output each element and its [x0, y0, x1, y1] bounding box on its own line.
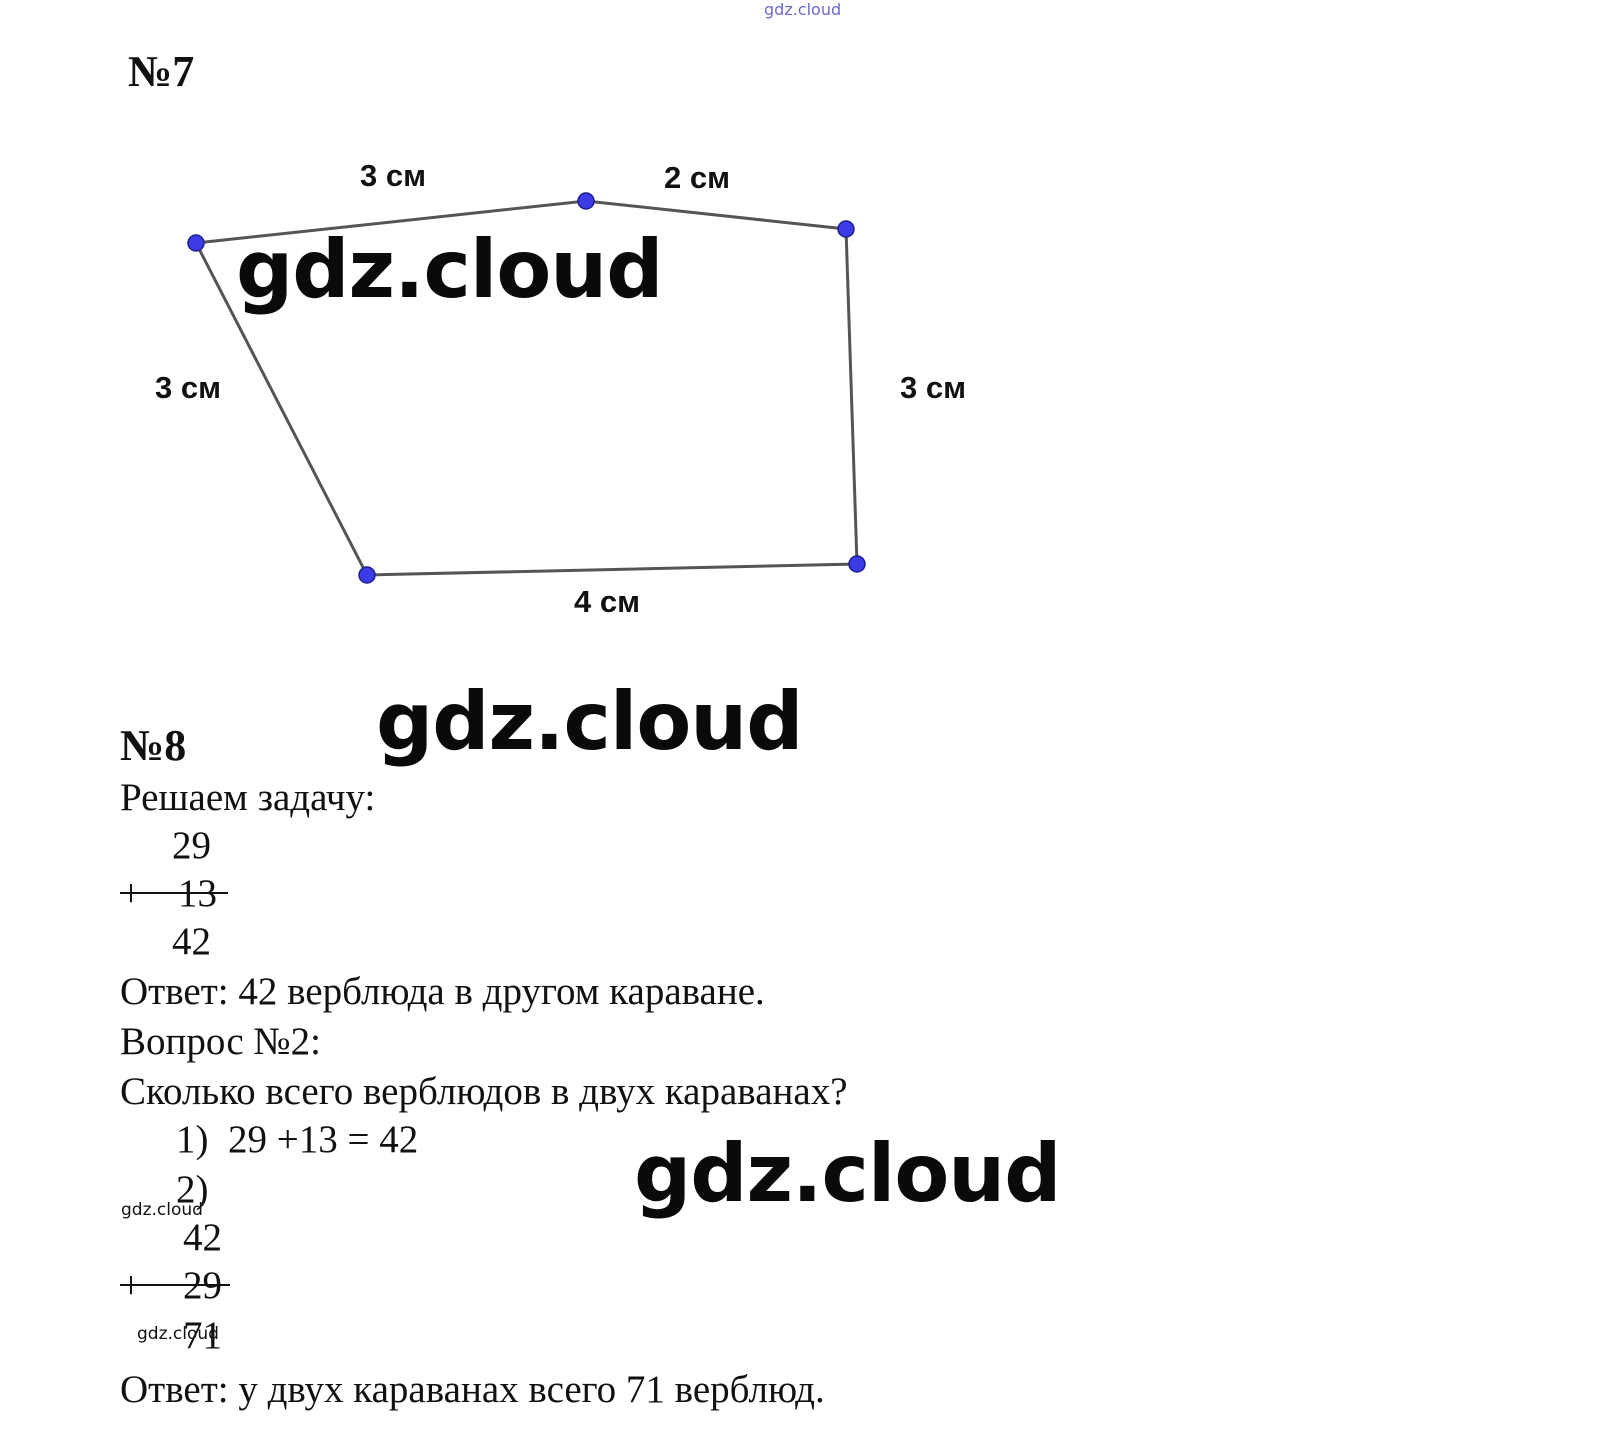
sum2-operand-a: 42	[183, 1216, 222, 1259]
task8-heading: №8	[120, 721, 187, 770]
label-left: 3 см	[155, 370, 222, 405]
sum2-result: 71	[183, 1314, 222, 1357]
task7-heading: №7	[128, 47, 195, 96]
vertex-point	[848, 555, 866, 573]
step-1: 1) 29 +13 = 42	[176, 1118, 419, 1161]
step-2: 2)	[176, 1168, 209, 1211]
sum1-operand-row: + 13	[120, 874, 228, 913]
pentagon-outline	[193, 199, 859, 577]
pentagon-figure	[187, 192, 866, 584]
answer-1: Ответ: 42 верблюда в другом караване.	[120, 970, 765, 1013]
label-top-left: 3 см	[360, 158, 427, 193]
sum1-operand-a: 29	[172, 824, 211, 867]
sum1-result: 42	[172, 920, 211, 963]
label-bottom: 4 см	[574, 584, 641, 619]
watermark: gdz.cloud	[236, 223, 664, 316]
vertex-point	[187, 234, 205, 252]
question-text: Сколько всего верблюдов в двух караванах…	[120, 1070, 848, 1113]
vertex-point	[358, 566, 376, 584]
label-right: 3 см	[900, 370, 967, 405]
watermark-small: gdz.cloud	[121, 1200, 203, 1220]
sum2-operand-row: + 29	[120, 1266, 230, 1305]
sum2-line	[120, 1284, 230, 1286]
vertex-point	[577, 192, 595, 210]
question-label: Вопрос №2:	[120, 1020, 321, 1063]
label-top-right: 2 см	[664, 160, 731, 195]
sum1-line	[120, 892, 228, 894]
watermark: gdz.cloud	[376, 675, 804, 768]
watermark: gdz.cloud	[634, 1127, 1062, 1220]
watermark-small: gdz.cloud	[137, 1324, 219, 1344]
task8-intro: Решаем задачу:	[120, 776, 376, 819]
answer-2: Ответ: у двух караванах всего 71 верблюд…	[120, 1368, 825, 1411]
vertex-point	[837, 220, 855, 238]
watermark-top: gdz.cloud	[764, 0, 842, 19]
